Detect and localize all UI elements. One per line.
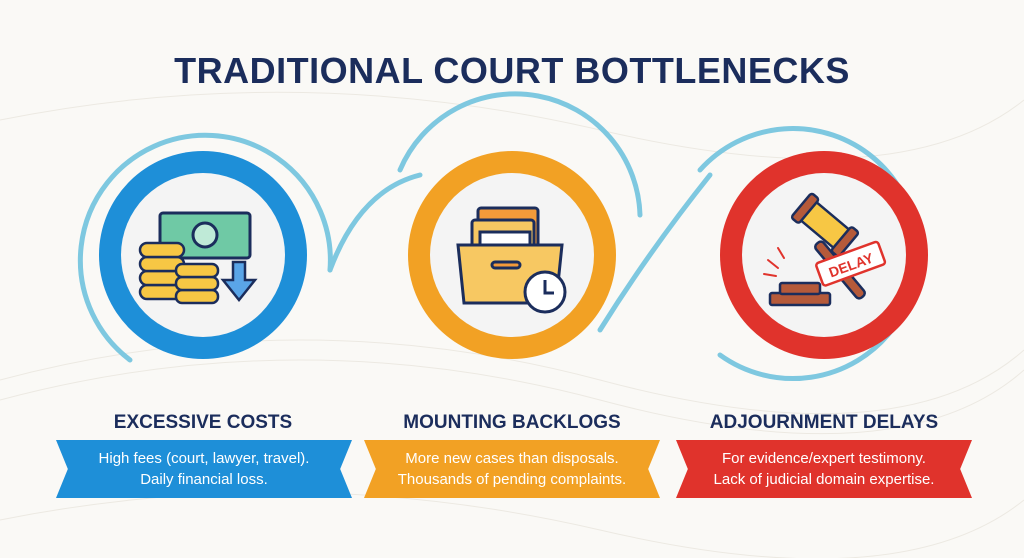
banner-line: For evidence/expert testimony.	[722, 450, 926, 467]
gavel-delay-icon	[768, 192, 887, 307]
money-coins-icon	[138, 211, 258, 305]
label-adjournment-delays: ADJOURNMENT DELAYS	[709, 412, 939, 433]
banner-line: Thousands of pending complaints.	[397, 471, 627, 488]
banner-line: More new cases than disposals.	[405, 450, 619, 467]
label-mounting-backlogs: MOUNTING BACKLOGS	[403, 412, 621, 433]
banner-excessive-costs: High fees (court, lawyer, travel). Daily …	[56, 440, 352, 498]
file-box-clock-icon	[456, 206, 567, 314]
banner-line: Lack of judicial domain expertise.	[713, 471, 935, 488]
banner-mounting-backlogs: More new cases than disposals. Thousands …	[364, 440, 660, 498]
banner-line: High fees (court, lawyer, travel).	[98, 450, 310, 467]
costs-circle	[99, 151, 307, 359]
page-title: TRADITIONAL COURT BOTTLENECKS	[174, 50, 850, 91]
delays-circle: DELAY	[720, 151, 928, 359]
banner-adjournment-delays: For evidence/expert testimony. Lack of ju…	[676, 440, 972, 498]
banner-line: Daily financial loss.	[140, 471, 268, 488]
label-excessive-costs: EXCESSIVE COSTS	[113, 412, 293, 433]
backlogs-circle	[408, 151, 616, 359]
